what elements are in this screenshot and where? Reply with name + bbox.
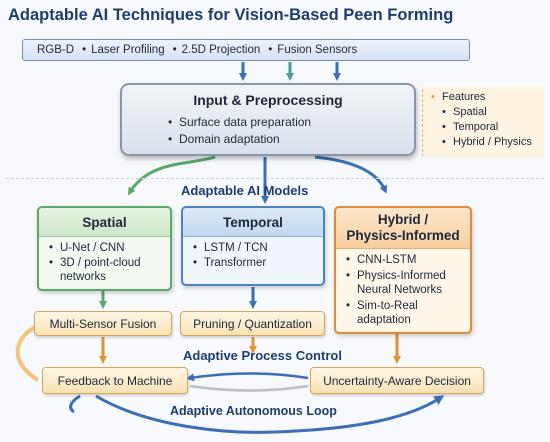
arrow-input-to-spatial [127,155,216,196]
hybrid-title-line1: Hybrid / [377,212,429,227]
adaptive-loop-label: Adaptive Autonomous Loop [170,404,337,418]
adaptive-loop-tail [69,394,81,414]
features-title: •Features [431,91,486,103]
input-title: Input & Preprocessing [193,92,343,108]
feature-item: •Spatial [442,106,487,118]
arrow-input-to-hybrid [314,155,387,194]
spatial-title: Spatial [39,208,170,237]
temporal-list: •LSTM / TCN •Transformer [193,241,268,270]
hybrid-item: •CNN-LSTM [346,254,417,266]
section-divider [6,178,544,179]
hybrid-title-line2: Physics-Informed [346,228,460,243]
feature-item: •Hybrid / Physics [442,136,532,148]
spatial-list: •U-Net / CNN •3D / point-cloud networks [49,241,157,285]
pruning-quantization-box: Pruning / Quantization [180,311,325,336]
temporal-model-box: Temporal •LSTM / TCN •Transformer [181,206,325,286]
hybrid-title: Hybrid / Physics-Informed [336,208,470,249]
hybrid-model-box: Hybrid / Physics-Informed •CNN-LSTM •Phy… [334,206,472,334]
source-rgbd: RGB-D [37,44,75,56]
source-2-5d-projection: 2.5D Projection [165,44,261,56]
spatial-item: •3D / point-cloud networks [49,256,141,284]
temporal-item: •LSTM / TCN [193,242,268,254]
hybrid-item: •Sim-to-Real adaptation [346,299,418,327]
feature-item: •Temporal [442,121,499,133]
input-item: •Surface data preparation [168,115,312,129]
adaptive-loop-arrow [95,394,445,434]
source-laser-profiling: Laser Profiling [74,44,165,56]
source-fusion-sensors: Fusion Sensors [260,44,357,56]
control-section-label: Adaptive Process Control [183,348,342,363]
uncertainty-decision-box: Uncertainty-Aware Decision [310,367,484,394]
spatial-model-box: Spatial •U-Net / CNN •3D / point-cloud n… [37,206,172,291]
hybrid-item: •Physics-Informed Neural Networks [346,269,446,297]
arrow-feedback-to-decision [189,384,309,392]
temporal-item: •Transformer [193,256,267,269]
sensor-source-bar: RGB-D Laser Profiling 2.5D Projection Fu… [22,39,470,61]
input-item: •Domain adaptation [168,132,280,146]
models-section-label: Adaptable AI Models [181,183,309,198]
left-feedback-curve [15,324,40,382]
hybrid-list: •CNN-LSTM •Physics-Informed Neural Netwo… [346,253,468,328]
input-list: •Surface data preparation •Domain adapta… [168,114,311,148]
temporal-title: Temporal [183,208,323,237]
feedback-to-machine-box: Feedback to Machine [42,367,188,394]
spatial-item: •U-Net / CNN [49,242,125,254]
diagram-title: Adaptable AI Techniques for Vision-Based… [8,6,454,24]
features-callout: •Features •Spatial •Temporal •Hybrid / P… [422,87,544,157]
input-preprocessing-box: Input & Preprocessing •Surface data prep… [120,83,416,156]
multi-sensor-fusion-box: Multi-Sensor Fusion [34,311,172,336]
arrow-decision-to-feedback [186,372,309,382]
